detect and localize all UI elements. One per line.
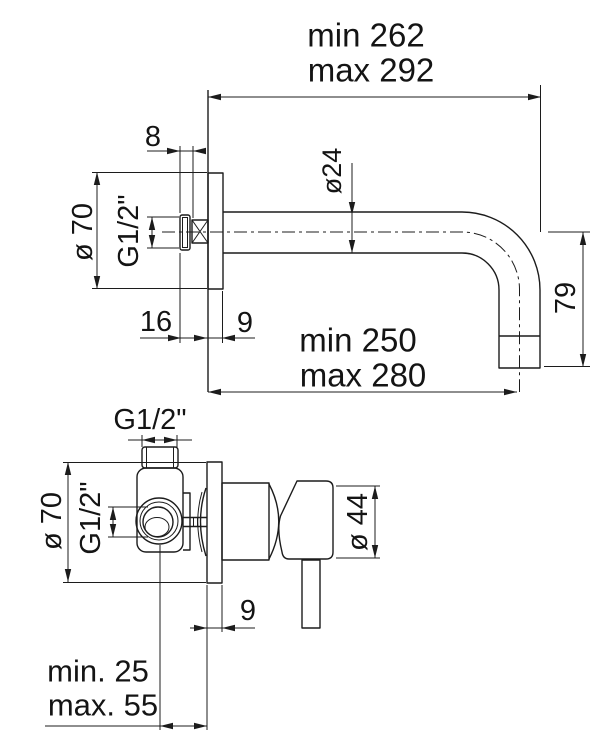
dim-offset-8: 8 xyxy=(145,121,206,218)
dim-inlet-thread: G1/2" xyxy=(113,404,192,447)
mixer-port xyxy=(135,497,183,545)
dim-drop-79: 79 xyxy=(544,231,590,367)
dim-16-9: 16 9 xyxy=(140,253,255,343)
dim-flange-top: ø 70 xyxy=(67,172,207,289)
dim-9-top-label: 9 xyxy=(237,307,253,339)
bottom-view: G1/2" ø 70 G1/2" ø 44 xyxy=(36,404,380,730)
port-thread-label: G1/2" xyxy=(75,481,107,554)
dim-plate-9: 9 xyxy=(190,585,256,730)
dim-reach: min 262 max 292 xyxy=(208,17,541,232)
dim-16-label: 16 xyxy=(140,306,172,338)
depth-max-label: max. 55 xyxy=(48,688,158,723)
connector-pin xyxy=(183,516,207,528)
dim-port-thread: G1/2" xyxy=(75,481,148,555)
cartridge-housing xyxy=(221,482,270,561)
handle-lever xyxy=(301,559,321,629)
body-step xyxy=(183,492,191,551)
dim-handle-dia: ø 44 xyxy=(336,485,380,559)
spout-outline xyxy=(223,211,541,369)
dim-depth: min. 25 max. 55 xyxy=(45,545,207,730)
offset-8-label: 8 xyxy=(145,121,161,153)
thread-stub xyxy=(179,214,191,251)
neck-curve xyxy=(268,483,280,560)
dim-spout-dia: ø24 xyxy=(317,148,356,253)
top-view: min 262 max 292 8 ø 70 xyxy=(67,17,590,396)
flange-dia-bottom-label: ø 70 xyxy=(36,492,68,550)
thread-stub-inner xyxy=(182,217,188,248)
wall-plate xyxy=(207,172,224,290)
inlet-thread-label: G1/2" xyxy=(113,404,186,436)
drop-79-label: 79 xyxy=(550,282,582,314)
wall-plate-bottom xyxy=(206,461,223,584)
handle-dia-label: ø 44 xyxy=(342,493,374,551)
spout-min-label: min 250 xyxy=(299,322,416,359)
plate-9-label: 9 xyxy=(240,595,256,627)
spout-max-label: max 280 xyxy=(300,357,427,394)
flange-dia-top-label: ø 70 xyxy=(67,203,99,261)
reach-max-label: max 292 xyxy=(308,52,435,89)
escutcheon-curve xyxy=(199,487,207,557)
escutcheon-curve-inner xyxy=(197,491,203,553)
thread-top-label: G1/2" xyxy=(113,194,145,267)
dim-thread-top: G1/2" xyxy=(113,194,179,268)
spout-centerline xyxy=(162,231,520,392)
depth-min-label: min. 25 xyxy=(47,654,149,689)
handle xyxy=(278,480,334,560)
reach-min-label: min 262 xyxy=(307,17,424,54)
dim-flange-bottom: ø 70 xyxy=(36,462,206,583)
inlet-stub xyxy=(141,446,179,469)
spout-dia-label: ø24 xyxy=(317,148,347,195)
cross-box xyxy=(191,219,209,244)
dim-spout-length: min 250 max 280 xyxy=(208,322,517,396)
